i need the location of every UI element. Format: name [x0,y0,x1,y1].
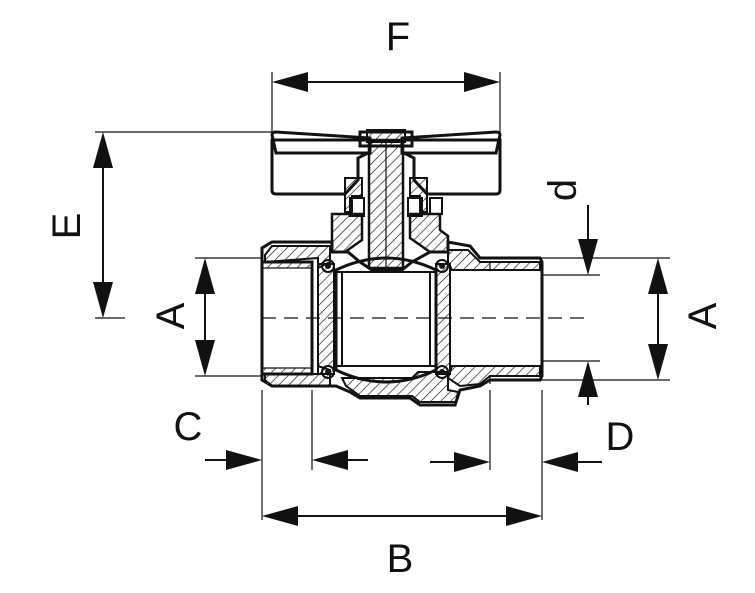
label-C: C [174,405,203,449]
label-B: B [387,537,414,581]
valve-stem [330,138,450,270]
label-D: D [606,415,635,459]
label-d: d [541,179,585,201]
label-E: E [45,213,89,240]
label-F: F [386,15,410,59]
dimension-labels: F E A A d C D B [45,15,725,581]
label-A-left: A [149,302,193,329]
valve-body [260,240,585,407]
label-A-right: A [681,302,725,329]
dimension-lines [93,72,670,526]
